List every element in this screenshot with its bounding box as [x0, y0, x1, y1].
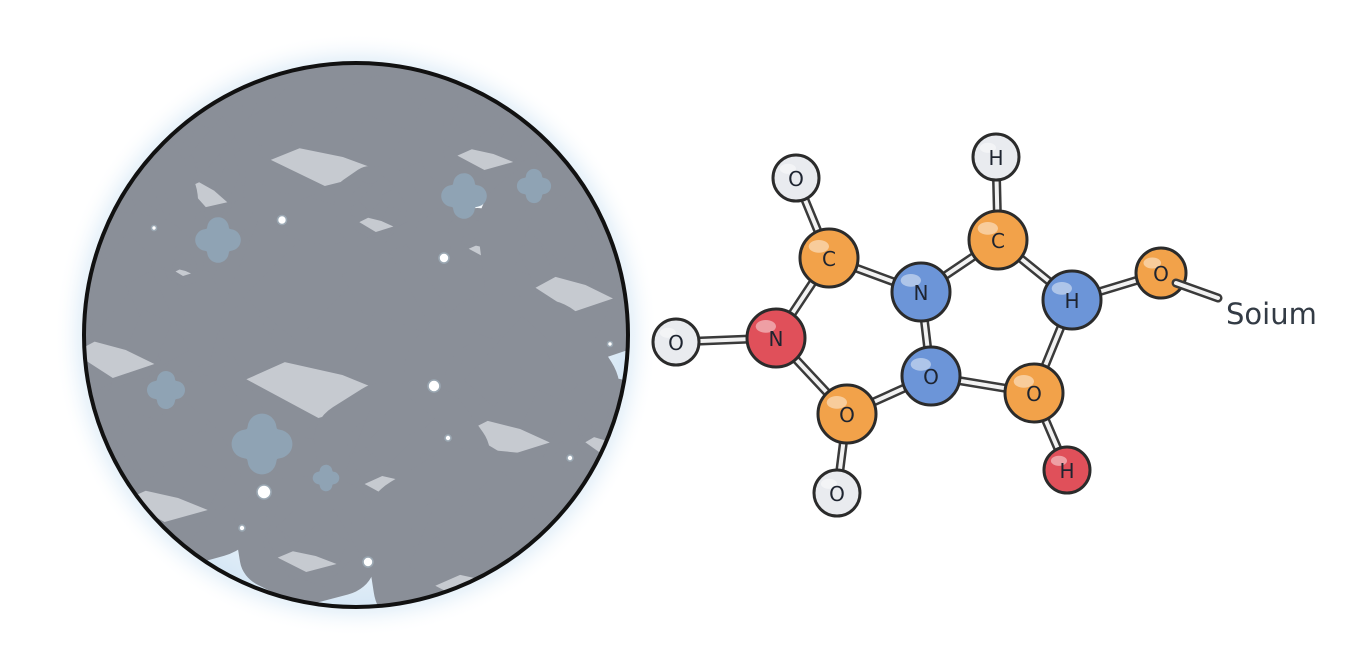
atom-c_left: C	[798, 227, 860, 289]
atom-highlight	[910, 358, 931, 371]
atom-label: H	[988, 146, 1003, 170]
atom-sphere	[812, 468, 862, 518]
atom-highlight	[820, 478, 837, 489]
atom-layer: O H C C N H O O N O O O O H	[651, 132, 1188, 518]
bubble	[238, 524, 246, 532]
atom-sphere	[1041, 269, 1103, 331]
atom-sphere	[1003, 362, 1065, 424]
atom-label: O	[829, 482, 845, 506]
crystal	[174, 256, 194, 276]
sparkle-icon	[206, 228, 230, 252]
atom-label: H	[1064, 289, 1079, 313]
sparkle-icon	[246, 428, 278, 460]
atom-h_right: H	[1041, 269, 1103, 331]
crystal	[356, 188, 400, 232]
atom-highlight	[779, 163, 796, 174]
atom-highlight	[755, 320, 776, 333]
atom-sphere	[971, 132, 1021, 182]
atom-highlight	[979, 142, 996, 153]
atom-o_far_right: O	[1134, 246, 1188, 300]
bubble	[606, 340, 614, 348]
sparkle-icon	[525, 177, 543, 195]
atom-o_center: O	[900, 345, 962, 407]
atom-sphere	[651, 317, 701, 367]
atom-label: O	[788, 167, 804, 191]
sparkle-icon	[156, 380, 176, 400]
atom-sphere	[967, 209, 1029, 271]
atom-o_bottom: O	[812, 468, 862, 518]
atom-label: C	[991, 229, 1005, 253]
molecule-structure: O H C C N H O O N O O O O H Soium	[651, 132, 1317, 518]
atom-label: O	[668, 331, 684, 355]
bubble	[438, 252, 450, 264]
atom-highlight	[1143, 257, 1161, 269]
atom-sphere	[890, 261, 952, 323]
atom-label: H	[1059, 459, 1074, 483]
atom-h_bottom: H	[1042, 445, 1092, 495]
atom-label: O	[1026, 382, 1042, 406]
atom-highlight	[977, 222, 998, 235]
atom-label: N	[914, 281, 929, 305]
atom-highlight	[826, 396, 847, 409]
atom-o_bottom_right: O	[1003, 362, 1065, 424]
atom-highlight	[900, 274, 921, 287]
atom-highlight	[808, 240, 829, 253]
atom-highlight	[1013, 375, 1034, 388]
bubble	[566, 454, 574, 462]
side-bond	[1171, 278, 1223, 303]
atom-h_top: H	[971, 132, 1021, 182]
sparkle-icon	[319, 471, 333, 485]
atom-highlight	[1050, 455, 1067, 466]
crystal-cluster-icon	[66, 70, 628, 610]
crystal-magnifier	[54, 33, 658, 637]
atom-o_top_left: O	[771, 153, 821, 203]
crystal	[272, 508, 348, 572]
atom-sphere	[798, 227, 860, 289]
atom-sphere	[771, 153, 821, 203]
atom-label: N	[769, 327, 784, 351]
atom-label: O	[1153, 262, 1169, 286]
atom-highlight	[1051, 282, 1072, 295]
sparkle-icon	[452, 184, 476, 208]
side-label: Soium	[1226, 297, 1317, 331]
atom-o_far_left: O	[651, 317, 701, 367]
atom-label: C	[822, 247, 836, 271]
atom-o_bottom_left: O	[816, 383, 878, 445]
magnifier-rim	[82, 61, 630, 609]
atom-sphere	[900, 345, 962, 407]
atom-n_center: N	[890, 261, 952, 323]
atom-sphere	[745, 307, 807, 369]
atom-c_right: C	[967, 209, 1029, 271]
bubble	[427, 379, 441, 393]
bubble	[362, 556, 374, 568]
atom-sphere	[816, 383, 878, 445]
bubble	[150, 224, 158, 232]
bubble	[276, 214, 288, 226]
atom-highlight	[659, 327, 676, 338]
atom-sphere	[1042, 445, 1092, 495]
bubble	[256, 484, 272, 500]
atom-label: O	[839, 403, 855, 427]
atom-n_red: N	[745, 307, 807, 369]
bubble	[444, 434, 452, 442]
atom-label: O	[923, 365, 939, 389]
crystal	[452, 106, 524, 170]
